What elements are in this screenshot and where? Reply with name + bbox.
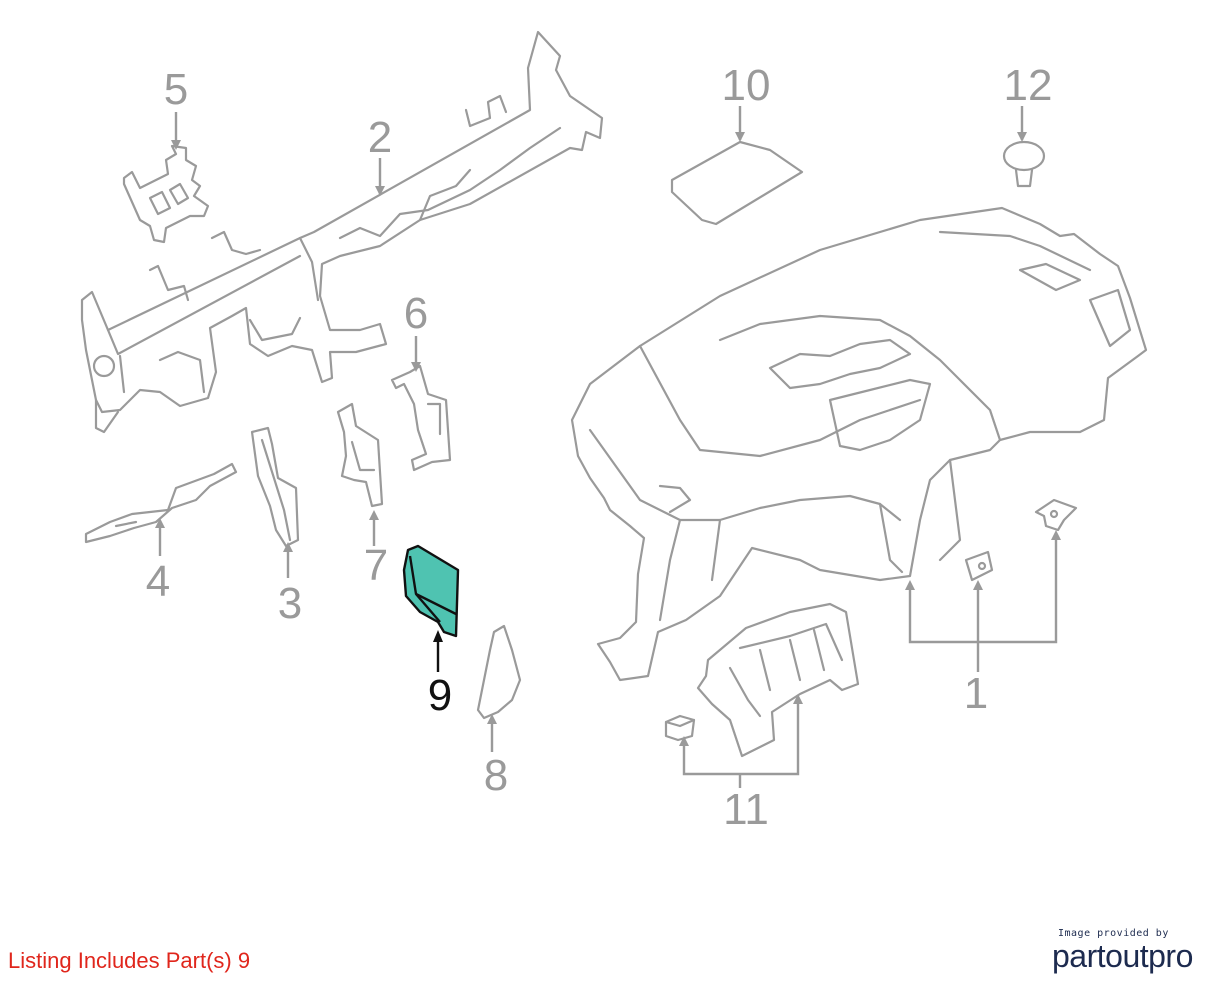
part-5-bracket (122, 144, 210, 244)
part-1-clip-right (1034, 498, 1078, 532)
callout-10: 10 (722, 61, 771, 110)
callout-11: 11 (723, 785, 769, 834)
callout-4: 4 (146, 557, 170, 606)
callout-7: 7 (364, 541, 388, 590)
part-3-bracket (250, 426, 300, 548)
part-1-instrument-panel (570, 206, 1148, 682)
leader-lines (158, 106, 1058, 788)
part-4-brace (84, 462, 238, 544)
part-1-clip-middle (964, 550, 994, 582)
callout-8: 8 (484, 751, 508, 800)
callout-9: 9 (428, 671, 452, 720)
part-12-plug (1002, 140, 1046, 188)
part-11-clip (664, 714, 696, 742)
arrowheads (155, 132, 1061, 746)
callout-3: 3 (278, 579, 302, 628)
callout-12: 12 (1004, 61, 1053, 110)
part-9-highlighted (402, 544, 460, 638)
part-7-bracket (336, 402, 384, 508)
callout-5: 5 (164, 65, 188, 114)
callout-1: 1 (964, 669, 988, 718)
part-6-bracket (390, 364, 452, 472)
brand-name: partoutpro (1052, 938, 1193, 974)
brand-caption: Image provided by (1058, 928, 1169, 939)
callout-2: 2 (368, 113, 392, 162)
part-2-crossbeam (80, 30, 604, 434)
listing-note: Listing Includes Part(s) 9 (8, 948, 251, 973)
part-11-cluster-housing (696, 602, 860, 758)
brand-logo: Image provided by partoutpro (1052, 928, 1212, 973)
part-10-pad (670, 140, 804, 226)
callout-6: 6 (404, 289, 428, 338)
part-8-trim (476, 624, 522, 720)
